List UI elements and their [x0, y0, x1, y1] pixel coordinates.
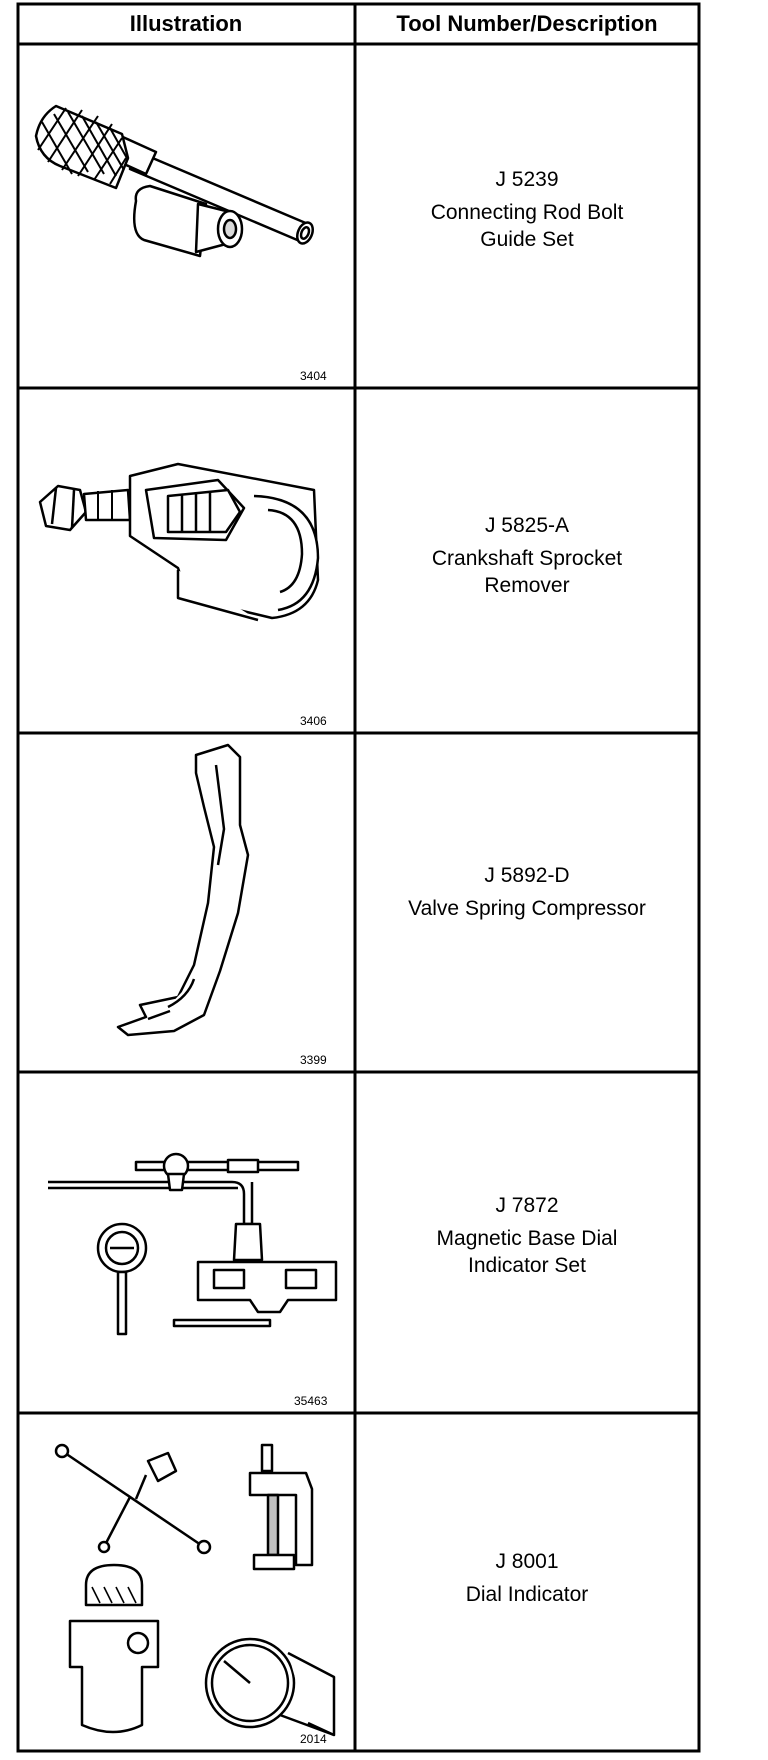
tool-description-cell: J 7872 Magnetic Base Dial Indicator Set	[355, 1192, 699, 1279]
magnetic-base-dial-indicator-set-icon: 35463	[48, 1152, 338, 1408]
connecting-rod-bolt-guide-set-icon: 3404	[34, 104, 327, 383]
tool-description-line: Magnetic Base Dial	[436, 1227, 618, 1250]
tool-description-line: Remover	[484, 574, 570, 597]
crankshaft-sprocket-remover-icon: 3406	[38, 462, 327, 728]
tool-description-line: Crankshaft Sprocket	[431, 547, 623, 570]
dial-indicator-icon: 2014	[54, 1443, 336, 1746]
figure-number: 35463	[294, 1394, 328, 1408]
tool-description-cell: J 5239 Connecting Rod Bolt Guide Set	[355, 166, 699, 253]
tool-description-cell: J 5892-D Valve Spring Compressor	[355, 862, 699, 922]
valve-spring-compressor-icon: 3399	[116, 743, 327, 1067]
tool-number: J 7872	[495, 1194, 559, 1217]
tool-number: J 5239	[495, 168, 559, 191]
tool-description-line: Dial Indicator	[465, 1583, 589, 1606]
tool-description-line: Valve Spring Compressor	[408, 897, 646, 920]
header-tool-number-description: Tool Number/Description	[396, 11, 658, 36]
tool-number: J 5825-A	[484, 514, 570, 537]
figure-number: 3406	[300, 714, 327, 728]
tool-description-line: Guide Set	[480, 228, 574, 251]
tool-description-line: Connecting Rod Bolt	[430, 201, 624, 224]
figure-number: 2014	[300, 1732, 327, 1746]
tool-description-cell: J 5825-A Crankshaft Sprocket Remover	[355, 512, 699, 599]
figure-number: 3399	[300, 1053, 327, 1067]
header-illustration: Illustration	[129, 11, 243, 36]
tool-description-line: Indicator Set	[468, 1254, 586, 1277]
figure-number: 3404	[300, 369, 327, 383]
tool-number: J 5892-D	[484, 864, 570, 887]
tool-description-cell: J 8001 Dial Indicator	[355, 1548, 699, 1608]
tool-number: J 8001	[495, 1550, 559, 1573]
